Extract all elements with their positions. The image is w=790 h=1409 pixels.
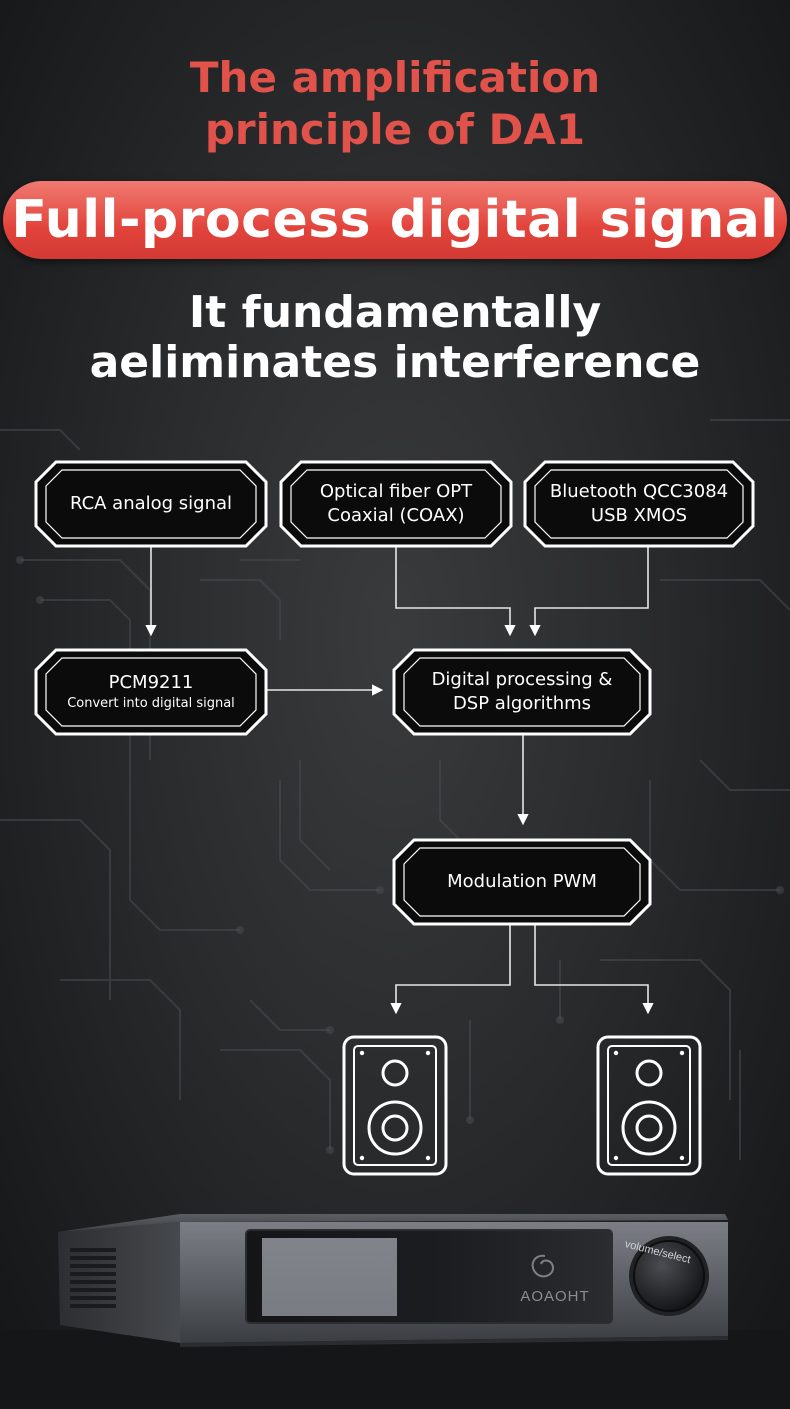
box-dsp xyxy=(392,648,652,736)
connector-pwm-to-left-speaker xyxy=(390,924,511,1015)
optical-box-label: Optical fiber OPT Coaxial (COAX) xyxy=(291,470,501,538)
box-rca xyxy=(34,460,268,548)
device-brand: AOAOHT xyxy=(520,1288,590,1305)
subtitle-line-1: It fundamentally xyxy=(188,287,602,338)
box-pwm xyxy=(392,838,652,926)
left-speaker-icon xyxy=(342,1035,448,1176)
banner-pill: Full-process digital signal xyxy=(3,181,787,259)
optical-line-1: Optical fiber OPT xyxy=(319,481,473,502)
subtitle-line-2: aeliminates interference xyxy=(89,337,701,388)
title-line-1: The amplification xyxy=(189,53,601,102)
connector-pwm-to-right-speaker xyxy=(534,924,654,1015)
banner-text: Full-process digital signal xyxy=(11,190,779,250)
dsp-line-1: Digital processing & xyxy=(431,669,613,690)
rca-box-label: RCA analog signal xyxy=(46,470,256,538)
dsp-box-label: Digital processing & DSP algorithms xyxy=(404,658,640,726)
connector-bluetooth-to-dsp xyxy=(529,546,649,637)
pcm-line-2: Convert into digital signal xyxy=(67,696,235,711)
bluetooth-box-label: Bluetooth QCC3084 USB XMOS xyxy=(535,470,743,538)
box-bluetooth xyxy=(523,460,755,548)
pcm-box-label: PCM9211 Convert into digital signal xyxy=(46,658,256,726)
box-pcm xyxy=(34,648,268,736)
pwm-box-label: Modulation PWM xyxy=(404,848,640,916)
right-speaker-icon xyxy=(596,1035,702,1176)
dsp-line-2: DSP algorithms xyxy=(452,693,592,714)
box-optical xyxy=(279,460,513,548)
pcm-line-1: PCM9211 xyxy=(108,672,194,693)
bluetooth-line-2: USB XMOS xyxy=(590,505,688,526)
bluetooth-line-1: Bluetooth QCC3084 xyxy=(549,481,729,502)
connector-optical-to-dsp xyxy=(395,546,516,637)
amplifier-device xyxy=(0,1214,790,1409)
title-line-2: principle of DA1 xyxy=(204,105,586,154)
rca-line-1: RCA analog signal xyxy=(69,493,233,514)
optical-line-2: Coaxial (COAX) xyxy=(327,505,465,526)
pwm-line-1: Modulation PWM xyxy=(447,871,597,892)
